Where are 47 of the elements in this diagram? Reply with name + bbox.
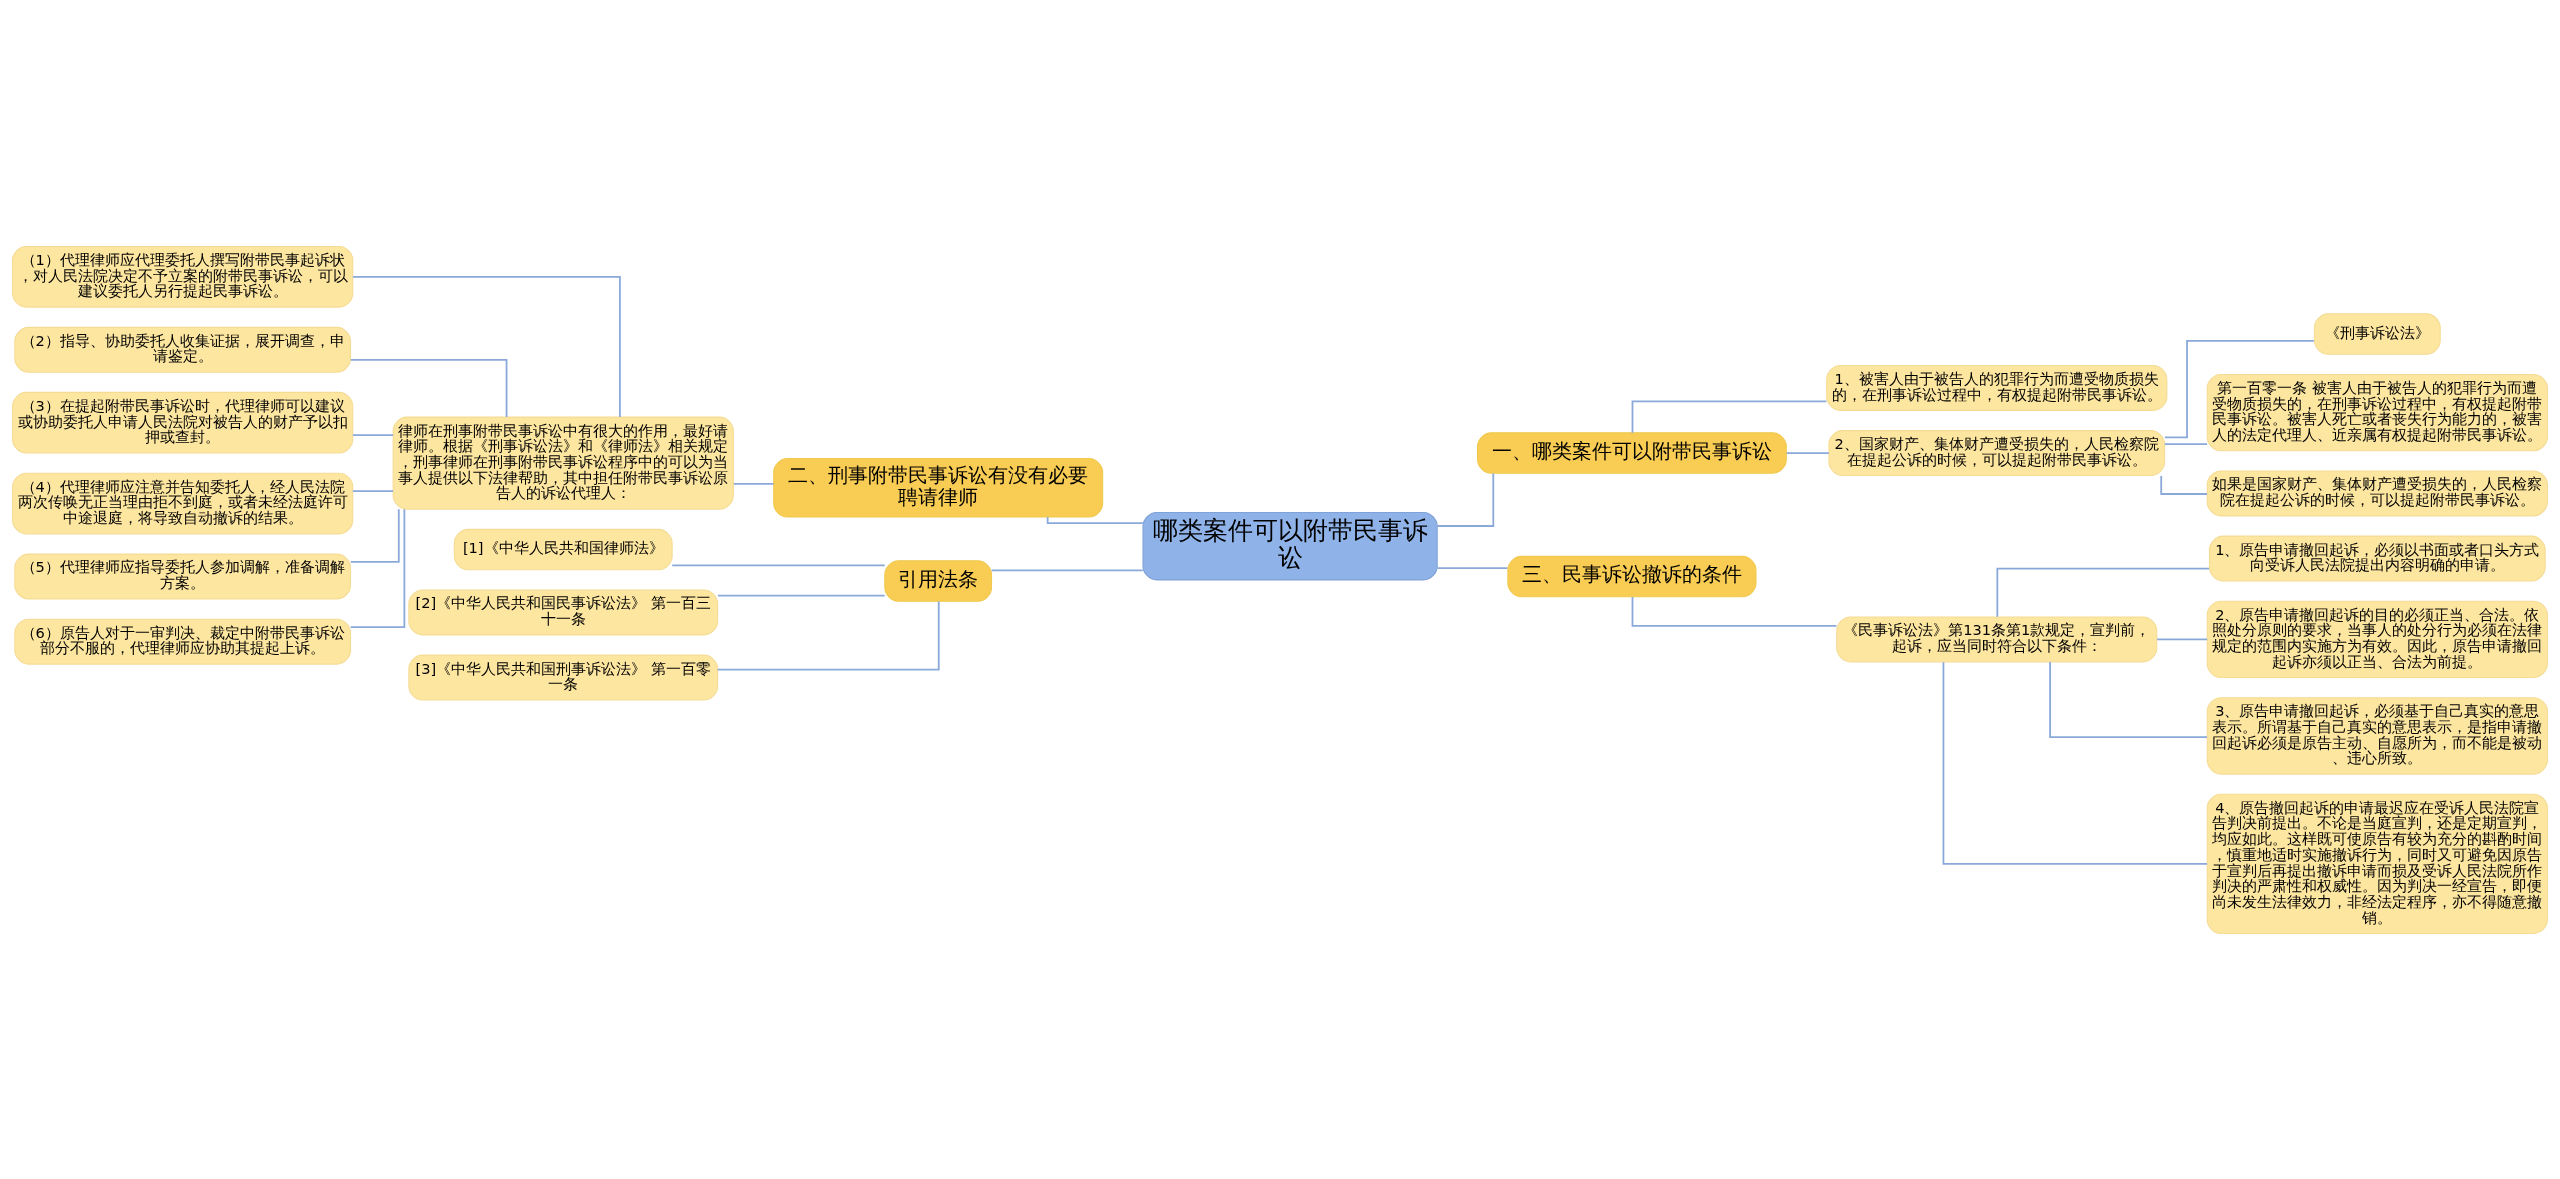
connector — [990, 568, 1144, 571]
connector — [732, 482, 775, 485]
connector — [2049, 660, 2208, 738]
node-box: 《刑事诉讼法》 — [2313, 312, 2441, 355]
node-box: 律师在刑事附带民事诉讼中有很大的作用，最好请律师。根据《刑事诉讼法》和《律师法》相关规定，刑事律师在刑事附带民事诉讼程序中的可以为当事人提供以下法律帮助，其中担任附带民事诉讼原告人的诉讼代理人： — [392, 416, 734, 510]
connector — [352, 489, 395, 492]
connector — [2156, 638, 2209, 640]
node-box: （5）代理律师应指导委托人参加调解，准备调解方案。 — [14, 553, 352, 600]
node-box: 引用法条 — [884, 559, 993, 602]
node-box: 《民事诉讼法》第131条第1款规定，宣判前，起诉，应当同时符合以下条件： — [1836, 615, 2158, 662]
connector — [1436, 472, 1495, 527]
connector — [671, 563, 886, 566]
node-box: 第一百零一条 被害人由于被告人的犯罪行为而遭受物质损失的，在刑事诉讼过程中，有权提起附带民事诉讼。被害人死亡或者丧失行为能力的，被害人的法定代理人、近亲属有权提起附带民事诉讼。 — [2206, 373, 2548, 451]
node-box: [3]《中华人民共和国刑事诉讼法》 第一百零一条 — [408, 654, 719, 701]
node-box: 二、刑事附带民事诉讼有没有必要聘请律师 — [773, 457, 1104, 518]
connector — [2160, 474, 2208, 495]
connector — [352, 433, 395, 436]
node-box: 4、原告撤回起诉的申请最迟应在受诉人民法院宣告判决前提出。不论是当庭宣判，还是定期宣判，均应如此。这样既可使原告有较为充分的斟酌时间，慎重地适时实施撤诉行为，同时又可避免因原告于宣判后再提出撤诉申请而损及受诉人民法院所作判决的严肃性和权威性。因为判决一经宣告，即便尚未发生法律效力，非经法定程序，亦不得随意撤销。 — [2206, 793, 2548, 934]
connector — [1785, 451, 1830, 454]
connector — [1942, 660, 2208, 865]
node-box: 如果是国家财产、集体财产遭受损失的，人民检察院在提起公诉的时候，可以提起附带民事诉讼。 — [2206, 469, 2548, 516]
node-box: （6）原告人对于一审判决、裁定中附带民事诉讼部分不服的，代理律师应协助其提起上诉。 — [14, 618, 352, 665]
connector — [349, 358, 508, 418]
node-box: 2、国家财产、集体财产遭受损失的，人民检察院在提起公诉的时候，可以提起附带民事诉讼。 — [1828, 429, 2166, 476]
node-box: （3）在提起附带民事诉讼时，代理律师可以建议或协助委托人申请人民法院对被告人的财产予以扣押或查封。 — [12, 391, 354, 454]
connector — [1436, 566, 1509, 569]
node-box: 哪类案件可以附带民事诉讼 — [1142, 511, 1438, 580]
connector — [1046, 515, 1144, 524]
node-box: 三、民事诉讼撤诉的条件 — [1507, 555, 1757, 597]
node-box: （4）代理律师应注意并告知委托人，经人民法院两次传唤无正当理由拒不到庭，或者未经法庭许可中途退庭，将导致自动撤诉的结果。 — [12, 472, 354, 534]
node-box: 一、哪类案件可以附带民事诉讼 — [1477, 431, 1787, 474]
node-box: 1、被害人由于被告人的犯罪行为而遭受物质损失的，在刑事诉讼过程中，有权提起附带民事诉讼。 — [1826, 364, 2168, 411]
connector — [349, 507, 400, 563]
connector — [717, 594, 886, 596]
connector — [352, 275, 621, 418]
connector — [349, 507, 406, 628]
node-box: [2]《中华人民共和国民事诉讼法》 第一百三十一条 — [408, 588, 719, 635]
node-box: （1）代理律师应代理委托人撰写附带民事起诉状，对人民法院决定不予立案的附带民事诉讼，可以建议委托人另行提起民事诉讼。 — [12, 245, 354, 308]
connector — [2163, 442, 2208, 445]
node-box: 2、原告申请撤回起诉的目的必须正当、合法。依照处分原则的要求，当事人的处分行为必须在法律规定的范围内实施方为有效。因此，原告申请撤回起诉亦须以正当、合法为前提。 — [2206, 600, 2548, 678]
connector — [716, 600, 940, 671]
node-box: 3、原告申请撤回起诉，必须基于自己真实的意思表示。所谓基于自己真实的意思表示，是指申请撤回起诉必须是原告主动、自愿所为，而不能是被动、违心所致。 — [2206, 696, 2548, 775]
node-box: （2）指导、协助委托人收集证据，展开调查，申请鉴定。 — [14, 326, 352, 373]
connector — [1996, 567, 2210, 618]
node-box: [1]《中华人民共和国律师法》 — [453, 528, 673, 570]
connector — [2163, 339, 2315, 438]
node-box: 1、原告申请撤回起诉，必须以书面或者口头方式向受诉人民法院提出内容明确的申请。 — [2208, 535, 2546, 582]
